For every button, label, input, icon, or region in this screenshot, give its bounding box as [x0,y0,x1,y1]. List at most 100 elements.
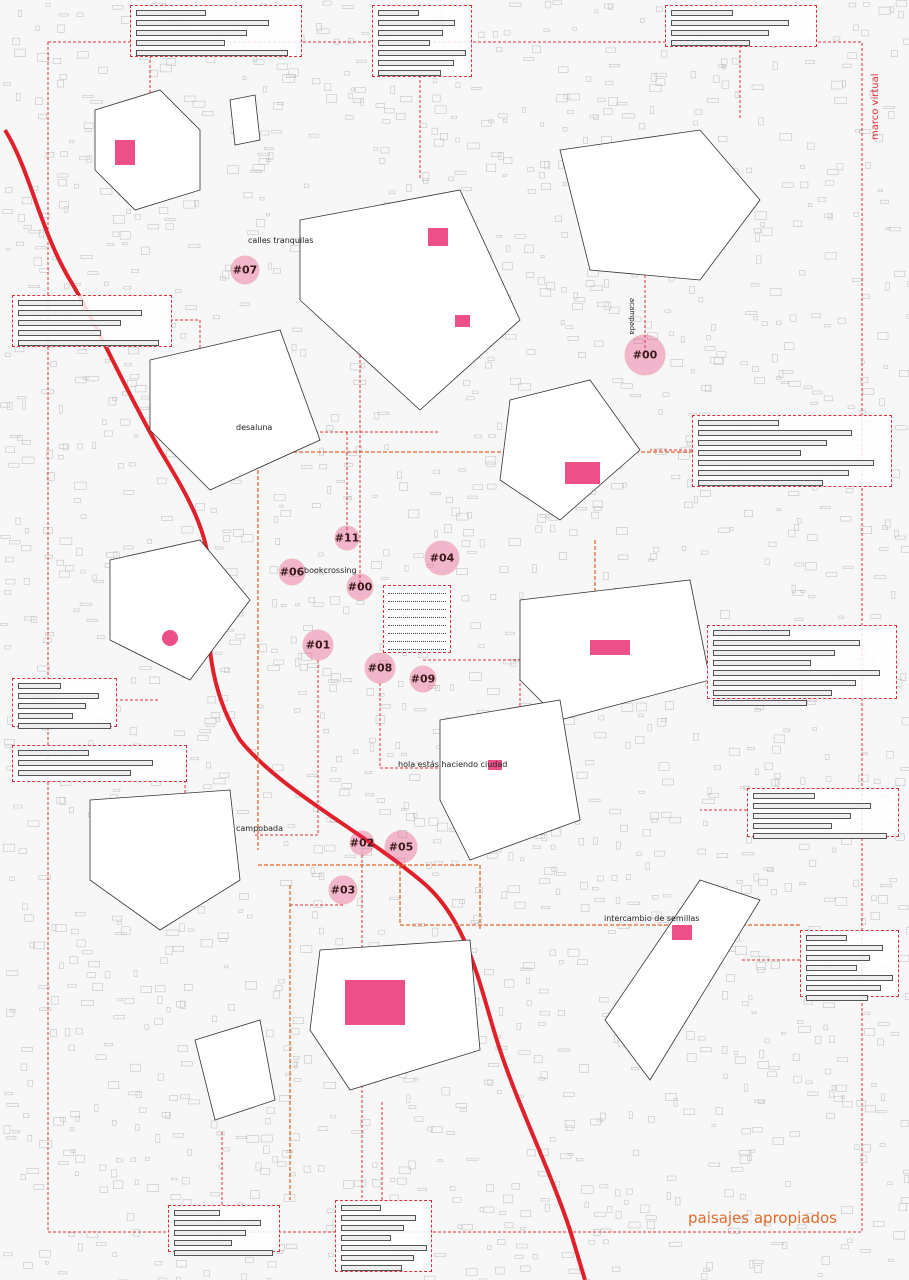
link-line [698,460,875,466]
node-label: #04 [429,551,455,565]
link-box [12,678,117,729]
link-line [18,330,101,336]
link-line [713,670,881,676]
link-line [174,1220,261,1226]
intercambio-label: intercambio de semillas [604,914,700,923]
bookcrossing-label: bookcrossing [304,566,357,575]
link-line [713,690,832,696]
link-box [800,930,899,1001]
link-line [136,30,247,36]
link-line [378,30,443,36]
poster-title: paisajes apropiados [688,1209,837,1227]
link-box [12,745,187,782]
link-line [671,40,750,46]
link-line [806,945,883,951]
link-line [713,650,836,656]
link-line [753,833,887,839]
link-line [18,320,122,326]
link-line [713,700,808,706]
link-line [174,1250,273,1256]
link-line [806,965,858,971]
building-axonometrics [89,89,761,1121]
legend-box [383,585,451,653]
link-line [753,823,832,829]
link-line [378,50,467,56]
link-line [698,430,853,436]
link-line [806,995,869,1001]
link-line [713,680,856,686]
node-label: #06 [279,565,305,579]
node-circle [346,573,374,601]
link-line [671,20,789,26]
link-line [18,750,90,756]
link-line [378,70,441,76]
link-line [671,30,769,36]
link-line [378,20,456,26]
link-line [713,630,791,636]
link-line [341,1265,402,1271]
node-circle [334,525,360,551]
link-line [753,793,815,799]
node-circle [328,875,358,905]
link-line [341,1215,417,1221]
node-fills [230,255,666,905]
frame-label: marco virtual [870,73,881,140]
link-line [341,1225,404,1231]
link-box [372,5,472,77]
acampada-label: acampada [628,298,636,335]
link-line [713,660,811,666]
pink-highlights [115,140,692,1025]
link-line [18,683,62,689]
link-line [136,40,225,46]
link-line [18,300,84,306]
node-label: #09 [410,672,436,686]
node-circle [349,830,375,856]
link-line [806,985,881,991]
node-circle [302,629,334,661]
link-line [378,60,454,66]
link-line [341,1235,392,1241]
link-line [18,693,100,699]
link-line [18,713,73,719]
link-line [698,450,801,456]
link-line [806,975,894,981]
link-line [806,935,847,941]
node-label: #00 [632,348,658,362]
campobada-label: campobada [236,824,284,833]
node-label: #01 [305,638,331,652]
link-line [698,440,827,446]
link-line [174,1230,247,1236]
link-line [18,760,154,766]
link-box [707,625,897,706]
link-line [18,703,86,709]
node-circle [409,665,437,693]
link-line [18,340,160,346]
link-line [174,1240,233,1246]
link-line [698,470,849,476]
link-box [130,5,302,57]
node-label: #03 [330,883,356,897]
node-circle [384,830,418,864]
node-circle [230,255,260,285]
link-line [341,1255,415,1261]
link-line [698,420,780,426]
node-label: #08 [367,661,393,675]
hola-label: hola estás haciendo ciudad [398,760,508,769]
link-line [136,20,269,26]
link-box [335,1200,432,1272]
link-line [341,1245,427,1251]
link-line [174,1210,220,1216]
node-circle [364,652,396,684]
node-label: #05 [388,840,414,854]
link-line [18,770,131,776]
node-circle [424,540,460,576]
link-line [753,803,871,809]
link-line [713,640,860,646]
node-label: #02 [349,836,375,850]
link-box [12,295,172,347]
link-line [136,10,206,16]
desaluna-label: desaluna [236,423,273,432]
link-line [378,40,430,46]
